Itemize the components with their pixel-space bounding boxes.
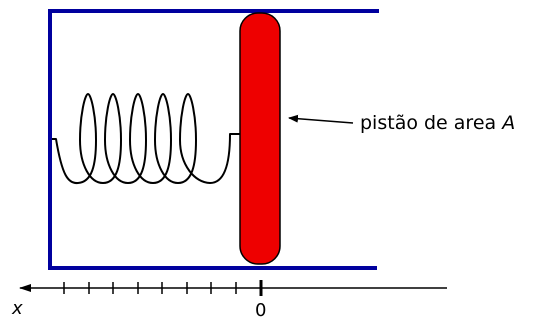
cylinder-wall — [48, 9, 379, 270]
axis-ticks — [63, 280, 263, 296]
piston-label: pistão de area A — [360, 112, 515, 134]
axis-variable-label: x — [11, 298, 23, 319]
piston — [239, 12, 281, 265]
spring — [52, 93, 240, 185]
axis-zero-label: 0 — [255, 300, 266, 321]
piston-pointer-arrow — [288, 114, 354, 124]
